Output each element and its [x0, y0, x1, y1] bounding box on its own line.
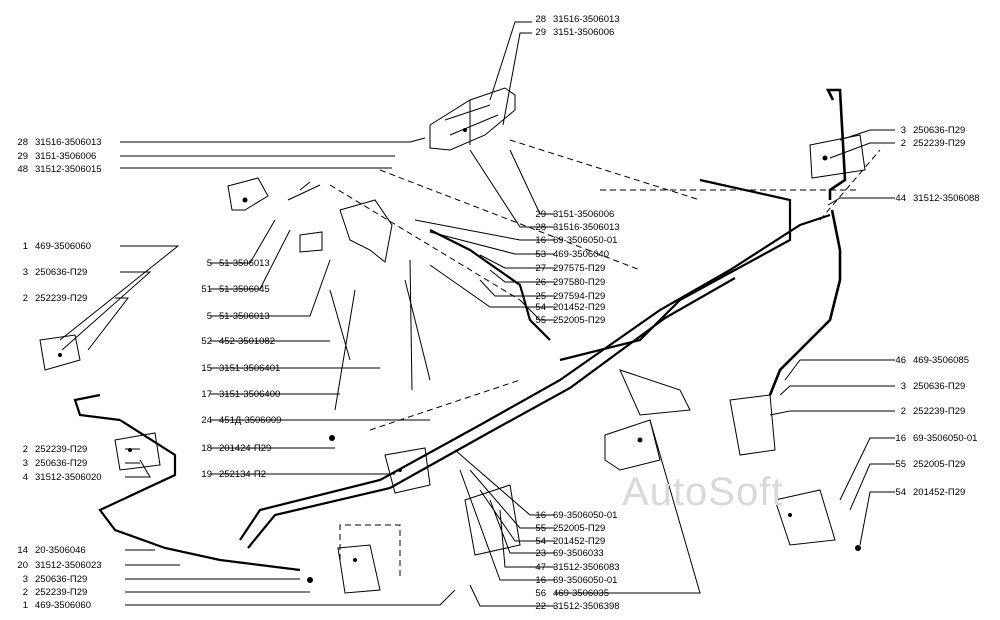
leader-lines: [59, 21, 895, 607]
master-cylinder: [429, 87, 516, 151]
pipe-left: [73, 178, 831, 572]
watermark: AutoSoft: [622, 470, 784, 514]
pipe-right: [768, 88, 847, 396]
bracket-parts: [39, 134, 866, 594]
dashed-guides: [329, 139, 881, 580]
